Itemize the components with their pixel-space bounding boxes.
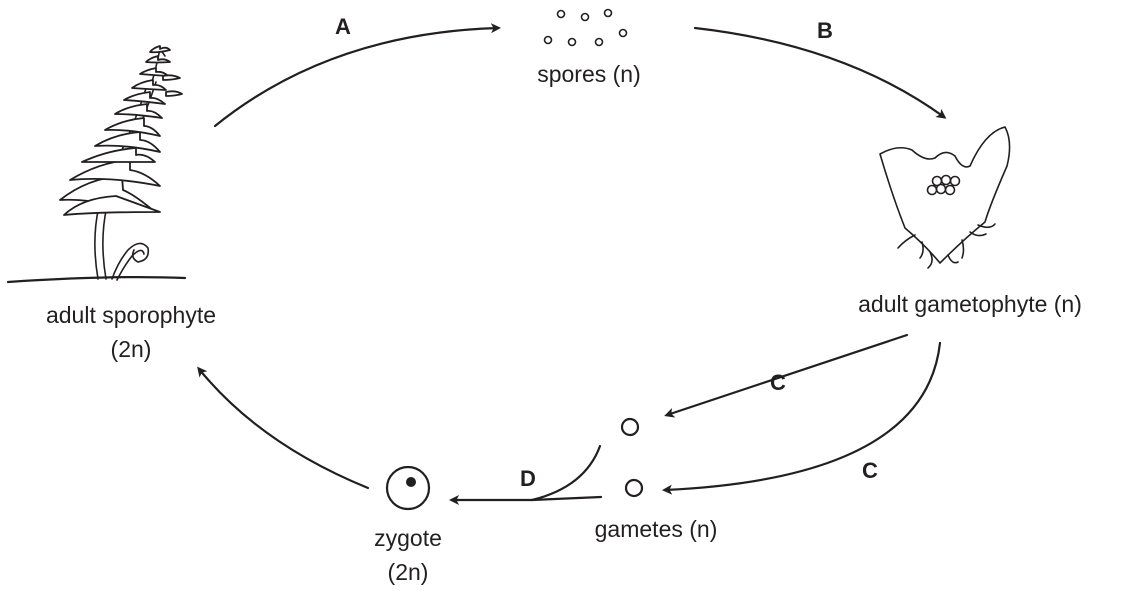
arrow-a <box>213 23 501 128</box>
zygote-label-line1: zygote <box>374 525 442 551</box>
step-label-c-lower: C <box>862 458 878 483</box>
zygote-label-line2: (2n) <box>388 559 429 585</box>
gamete-lower-icon <box>624 478 644 498</box>
gamete-upper-icon <box>620 417 640 437</box>
sporophyte-label-line1: adult sporophyte <box>46 302 216 328</box>
sporophyte-label-line2: (2n) <box>111 336 152 362</box>
gamete-fusion-line <box>530 444 602 502</box>
arrow-c-upper <box>664 333 909 418</box>
spores-illustration <box>543 8 628 47</box>
arrow-zygote-to-sporophyte <box>197 366 370 490</box>
step-label-b: B <box>817 18 833 43</box>
arrow-d <box>449 495 603 505</box>
step-label-c-upper: C <box>770 370 786 395</box>
arrow-c-lower <box>662 341 942 495</box>
arrow-b <box>693 26 947 119</box>
zygote-illustration <box>385 465 431 511</box>
spores-label: spores (n) <box>537 61 641 87</box>
step-label-a: A <box>335 14 351 39</box>
sporophyte-illustration <box>6 45 187 284</box>
gametophyte-illustration <box>879 126 1011 269</box>
gametophyte-label: adult gametophyte (n) <box>858 291 1082 317</box>
gametes-label: gametes (n) <box>595 516 718 542</box>
step-label-d: D <box>520 466 536 491</box>
